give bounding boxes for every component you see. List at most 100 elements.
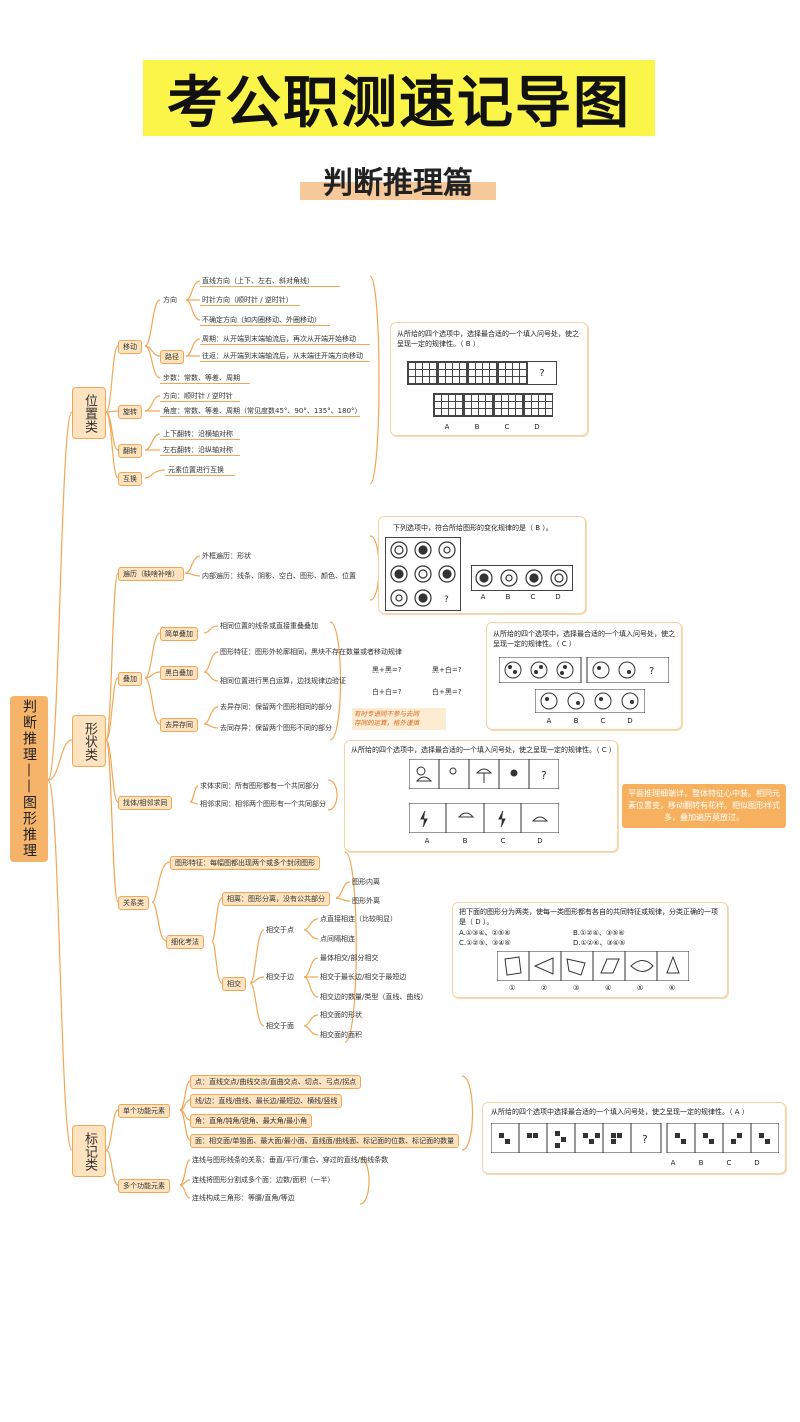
example-3-options-row [534, 688, 646, 714]
ex5-num-6: ⑥ [669, 984, 676, 992]
handwritten-note: 有时专语同不参与去同 存同的运算，格外谨慎 [352, 708, 446, 730]
option-a: A [424, 837, 430, 845]
point-item-2: 点间隔相连 [320, 935, 355, 943]
single-item-1: 点：直线交点/曲线交点/直曲交点、切点、弓点/拐点 [190, 1075, 362, 1089]
formula-4: 黑+白=? [432, 666, 462, 674]
example-panel-4: 从所给的四个选项中，选择最合适的一个填入问号处，使之呈现一定的规律性。（ C ）… [344, 740, 618, 852]
example-5-text: 把下面的图形分为两类，使每一类图形都有各自的共同特征或规律，分类正确的一项是（ … [459, 908, 718, 926]
example-panel-1: 从所给的四个选项中，选择最合适的一个填入问号处，使之呈现一定的规律性。（ B ）… [390, 322, 588, 436]
node-detail: 细化考法 [166, 935, 204, 949]
single-item-2: 线/边：直线/曲线、最长边/最短边、横线/竖线 [190, 1094, 343, 1108]
page-title: 考公职测速记导图 [143, 60, 655, 136]
question-mark: ? [527, 361, 557, 385]
option-b: B [573, 717, 579, 725]
path-item-1: 周期：从开端到末端轴流后，再次从开端开始移动 [202, 335, 356, 343]
option-c: C [600, 717, 606, 725]
traverse-item-2: 内部遍历：线条、阴影、空白、图形、颜色、位置 [202, 572, 356, 580]
underline [160, 383, 250, 384]
example-5-shapes [496, 950, 690, 982]
node-move: 移动 [118, 340, 142, 354]
side-note: 平面推理细端详，整体特征心中装。相同元素位置变，移动翻转有花样。相似图形样式多，… [622, 784, 786, 828]
dir-item-1: 直线方向（上下、左右、斜对角线） [202, 277, 314, 285]
option-d: D [627, 717, 633, 725]
node-edge: 相交于边 [266, 973, 294, 981]
node-relation: 关系类 [118, 896, 149, 910]
option-a: A [670, 1159, 676, 1167]
node-path: 路径 [160, 350, 184, 364]
ex5-option-a: A.①③④、②⑤⑥ [459, 929, 511, 937]
example-panel-2: 下列选项中，符合所给图形的变化规律的是（ B ）。 ? [378, 516, 586, 614]
edge-item-1: 最体相交/部分相交 [320, 954, 379, 962]
rotate-item-2: 角度：常数、等差、周期（常见度数45°、90°、135°、180°） [163, 407, 362, 415]
node-face: 相交于面 [266, 1022, 294, 1030]
option-c: C [500, 837, 506, 845]
underline [200, 325, 330, 326]
diff-item-1: 去异存同：保留两个图形相同的部分 [220, 703, 332, 711]
edge-item-3: 相交边的数量/类型（直线、曲线） [320, 993, 428, 1001]
node-simple: 简单叠加 [160, 627, 198, 641]
example-2-text: 下列选项中，符合所给图形的变化规律的是（ B ）。 [393, 524, 553, 532]
ex5-num-1: ① [509, 984, 516, 992]
option-c: C [504, 423, 510, 431]
single-item-3: 角：直角/钝角/锐角、最大角/最小角 [190, 1114, 313, 1128]
option-d: D [537, 837, 543, 845]
example-1-question-row: ? [407, 361, 567, 385]
node-diff: 去异存同 [160, 718, 198, 732]
path-item-2: 往返：从开端到末端轴流后，从末端往开端方向移动 [202, 352, 363, 360]
svg-text:?: ? [642, 1133, 648, 1146]
example-6-text: 从所给的四个选项中选择最合适的一个填入问号处，使之呈现一定的规律性。（ A ） [491, 1108, 749, 1116]
underline [160, 416, 360, 417]
formula-3: 白+黑=? [432, 688, 462, 696]
example-3-text: 从所给的四个选项中，选择最合适的一个填入问号处，使之呈现一定的规律性。（ C ） [493, 630, 675, 648]
option-b: B [474, 423, 480, 431]
option-d: D [754, 1159, 760, 1167]
edge-item-2: 相交于最长边/相交于最短边 [320, 973, 407, 981]
node-color: 黑白叠加 [160, 666, 198, 680]
example-panel-6: 从所给的四个选项中选择最合适的一个填入问号处，使之呈现一定的规律性。（ A ） … [482, 1102, 786, 1174]
single-item-4: 面：相交面/单独面、最大面/最小面、直线面/曲线面、标记面的位数、标记面的数量 [190, 1134, 460, 1148]
node-flip: 翻转 [118, 444, 142, 458]
underline [200, 361, 370, 362]
ex5-num-5: ⑤ [637, 984, 644, 992]
branch-mark: 标记类 [72, 1125, 106, 1177]
svg-text:?: ? [444, 595, 449, 605]
node-overlay: 叠加 [118, 672, 142, 686]
example-6-row: ? [490, 1122, 780, 1154]
underline [200, 305, 300, 306]
color-item-1: 图形特征：图形外轮廓相同，黑块不存在数量或者移动规律 [220, 648, 402, 656]
node-rotate: 旋转 [118, 405, 142, 419]
svg-text:?: ? [649, 666, 654, 677]
dir-item-3: 不确定方向（如内圈移动、外圈移动） [202, 316, 321, 324]
example-panel-5: 把下面的图形分为两类，使每一类图形都有各自的共同特征或规律，分类正确的一项是（ … [452, 902, 728, 998]
underline [160, 439, 240, 440]
color-item-2: 相同位置进行黑白运算，边找规律边验证 [220, 677, 346, 685]
formula-1: 黑+黑=? [372, 666, 402, 674]
node-steps: 步数：常数、等差、周期 [163, 374, 240, 382]
option-d: D [534, 423, 540, 431]
ex5-option-b: B.①②④、③⑤⑥ [573, 929, 625, 937]
flip-item-1: 上下翻转：沿横轴对称 [163, 430, 233, 438]
root-node: 判断推理——图形推理 [10, 696, 48, 862]
ex5-num-2: ② [541, 984, 548, 992]
option-c: C [530, 593, 536, 601]
ex5-num-4: ④ [605, 984, 612, 992]
ex5-option-d: D.①②⑥、③④⑤ [573, 939, 626, 947]
example-panel-3: 从所给的四个选项中，选择最合适的一个填入问号处，使之呈现一定的规律性。（ C ）… [486, 622, 682, 730]
node-apart: 相离：图形分离，没有公共部分 [222, 892, 330, 906]
example-4-options-row [408, 802, 560, 834]
multi-item-2: 连线将图形分割成多个面：边数/面积（一半） [192, 1176, 335, 1184]
example-1-text: 从所给的四个选项中，选择最合适的一个填入问号处，使之呈现一定的规律性。（ B ） [397, 330, 579, 348]
underline [200, 344, 370, 345]
underline [160, 401, 240, 402]
point-item-1: 点直接相连（比较明显） [320, 915, 397, 923]
flip-item-2: 左右翻转：沿纵轴对称 [163, 446, 233, 454]
swap-item: 元素位置进行互换 [168, 466, 224, 474]
node-traverse: 遍历（缺啥补啥） [118, 567, 184, 581]
apart-item-1: 图形内离 [352, 878, 380, 886]
page-subtitle: 判断推理篇 [300, 160, 496, 201]
ex5-option-c: C.①②⑤、③④⑥ [459, 939, 511, 947]
example-2-grid: ? [385, 537, 461, 611]
find-item-1: 求体求同：所有图形都有一个共同部分 [200, 782, 319, 790]
example-2-options [471, 565, 573, 591]
node-point: 相交于点 [266, 926, 294, 934]
